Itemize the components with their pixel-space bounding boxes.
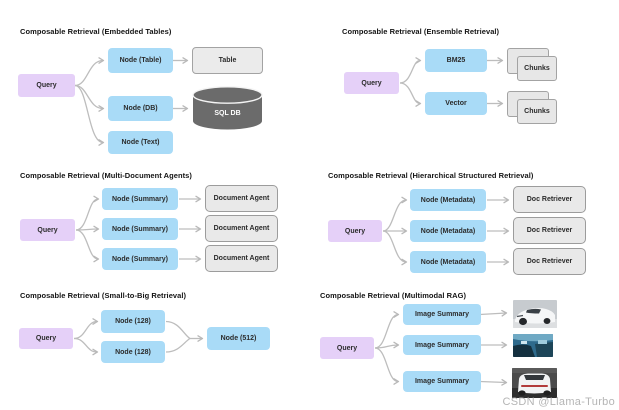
doc-retriever-box: Doc Retriever: [513, 217, 586, 244]
panel-title-small-to-big-retrieval: Composable Retrieval (Small-to-Big Retri…: [20, 291, 187, 300]
image-summary-box: Image Summary: [403, 335, 481, 355]
table-box: Table: [192, 47, 263, 74]
panel-title-ensemble-retrieval: Composable Retrieval (Ensemble Retrieval…: [342, 27, 500, 36]
panel-title-multi-document-agents: Composable Retrieval (Multi-Document Age…: [20, 171, 192, 180]
image-summary-box: Image Summary: [403, 371, 481, 392]
panel-title-embedded-tables: Composable Retrieval (Embedded Tables): [20, 27, 172, 36]
node-metadata-box: Node (Metadata): [410, 251, 486, 273]
sql-db-label: SQL DB: [214, 110, 241, 117]
car-interior-photo: [513, 334, 553, 357]
node-db-box: Node (DB): [108, 96, 173, 121]
node-text-box: Node (Text): [108, 131, 173, 154]
document-agent-box: Document Agent: [205, 215, 278, 242]
watermark: CSDN @Llama-Turbo: [502, 396, 615, 408]
node-metadata-box: Node (Metadata): [410, 189, 486, 211]
node-table-box: Node (Table): [108, 48, 173, 73]
query-box: Query: [344, 72, 399, 94]
node-512-box: Node (512): [207, 327, 270, 350]
doc-retriever-box: Doc Retriever: [513, 186, 586, 213]
node-summary-box: Node (Summary): [102, 218, 178, 240]
sql-db-cylinder: SQL DB: [192, 86, 263, 130]
vector-box: Vector: [425, 92, 487, 115]
car-front-photo: [513, 300, 557, 328]
panel-title-multimodal-rag: Composable Retrieval (Multimodal RAG): [320, 291, 467, 300]
query-box: Query: [320, 337, 374, 359]
chunks-card: Chunks: [517, 99, 557, 124]
doc-retriever-box: Doc Retriever: [513, 248, 586, 275]
node-summary-box: Node (Summary): [102, 188, 178, 210]
car-rear-photo: [512, 368, 557, 398]
panel-title-hierarchical-structured-retrieval: Composable Retrieval (Hierarchical Struc…: [328, 171, 534, 180]
node-128-box: Node (128): [101, 341, 165, 363]
node-summary-box: Node (Summary): [102, 248, 178, 270]
bm25-box: BM25: [425, 49, 487, 72]
query-box: Query: [328, 220, 382, 242]
query-box: Query: [19, 328, 73, 349]
node-metadata-box: Node (Metadata): [410, 220, 486, 242]
document-agent-box: Document Agent: [205, 185, 278, 212]
document-agent-box: Document Agent: [205, 245, 278, 272]
query-box: Query: [20, 219, 75, 241]
chunks-card: Chunks: [517, 56, 557, 81]
query-box: Query: [18, 74, 75, 97]
node-128-box: Node (128): [101, 310, 165, 333]
image-summary-box: Image Summary: [403, 304, 481, 325]
